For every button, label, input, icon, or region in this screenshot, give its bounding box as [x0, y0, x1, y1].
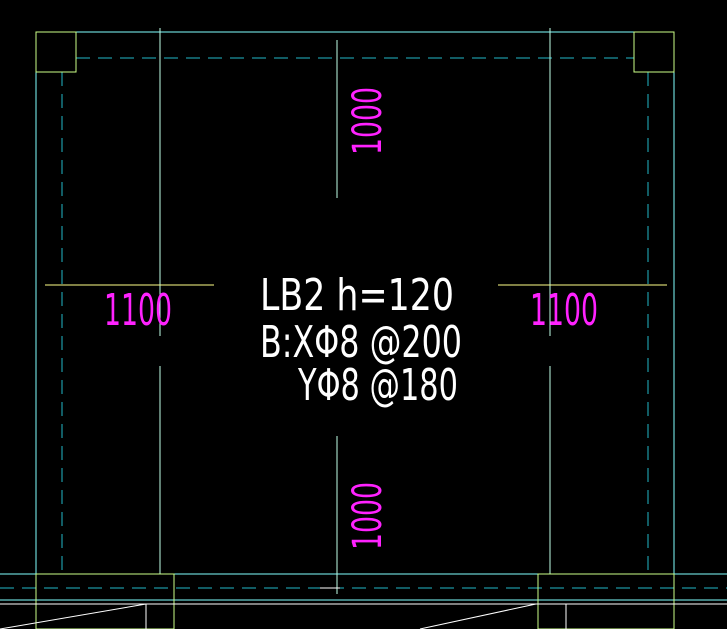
slab-annotation: LB2 h=120 B:XΦ8 @200 YΦ8 @180 [260, 270, 462, 411]
column-top-left [35, 31, 77, 73]
dimension-labels: 1000 1000 1100 1100 [104, 87, 598, 550]
dim-top-label: 1000 [345, 87, 391, 155]
bottom-walls [0, 573, 727, 629]
slab-label: LB2 h=120 [260, 270, 454, 321]
corner-columns [35, 31, 675, 73]
column-top-right [633, 31, 675, 73]
dim-right-label: 1100 [530, 285, 598, 336]
dim-bottom-label: 1000 [345, 482, 391, 550]
bottom-rebar-y: YΦ8 @180 [297, 360, 458, 411]
dim-left-label: 1100 [104, 285, 172, 336]
bottom-rebar-x: B:XΦ8 @200 [260, 317, 462, 368]
beam-dashed-lines [0, 57, 727, 589]
